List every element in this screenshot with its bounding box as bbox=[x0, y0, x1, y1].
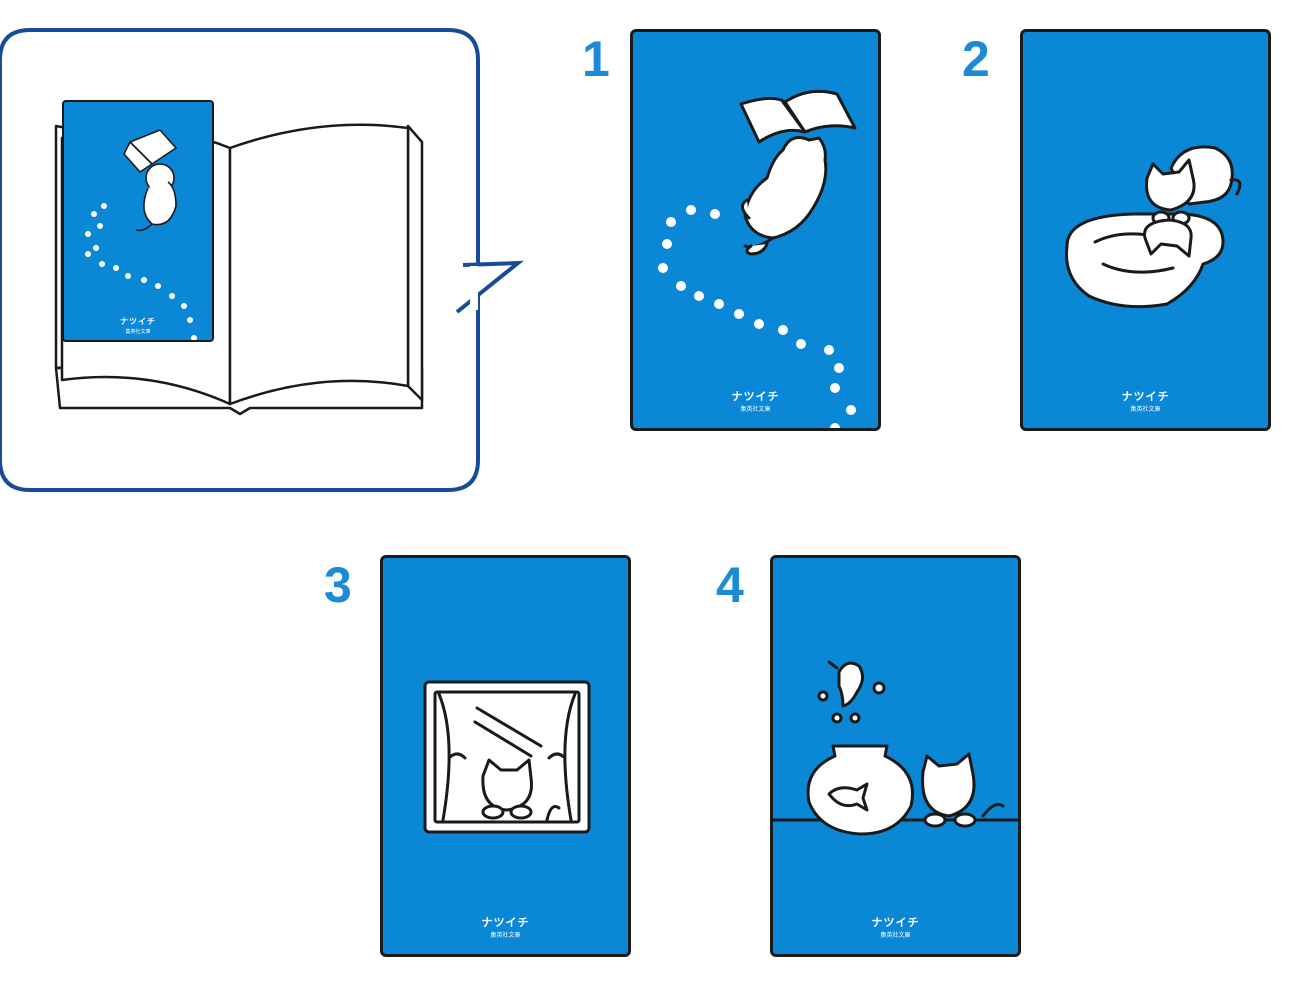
preview-cover: ナツイチ 集英社文庫 bbox=[62, 100, 214, 342]
card-number-2: 2 bbox=[962, 31, 990, 87]
cat-window-icon bbox=[423, 680, 591, 834]
card-number-4: 4 bbox=[716, 557, 744, 613]
card-number-3: 3 bbox=[324, 557, 352, 613]
cat-goldfish-bowl-icon bbox=[773, 660, 1018, 836]
card-4-publisher: 集英社文庫 bbox=[880, 932, 911, 939]
preview-frame: ナツイチ 集英社文庫 bbox=[0, 28, 524, 492]
card-1-publisher: 集英社文庫 bbox=[740, 406, 771, 413]
cover-card-4[interactable]: ナツイチ 集英社文庫 bbox=[770, 555, 1021, 957]
cover-card-1[interactable]: ナツイチ 集英社文庫 bbox=[630, 29, 881, 431]
card-3-title: ナツイチ bbox=[481, 916, 530, 929]
card-3-publisher: 集英社文庫 bbox=[490, 932, 521, 939]
card-number-1: 1 bbox=[582, 31, 610, 87]
preview-cover-publisher: 集英社文庫 bbox=[125, 329, 151, 335]
card-1-title: ナツイチ bbox=[731, 390, 780, 403]
card-2-title: ナツイチ bbox=[1121, 390, 1170, 403]
cover-card-2[interactable]: ナツイチ 集英社文庫 bbox=[1020, 29, 1271, 431]
card-2-publisher: 集英社文庫 bbox=[1130, 406, 1161, 413]
preview-cover-title: ナツイチ bbox=[120, 317, 156, 326]
paw-prints bbox=[658, 205, 856, 428]
card-4-title: ナツイチ bbox=[871, 916, 920, 929]
speech-frame-outline bbox=[0, 28, 524, 492]
cat-reading-book-icon bbox=[658, 89, 857, 428]
cover-card-3[interactable]: ナツイチ 集英社文庫 bbox=[380, 555, 631, 957]
paw-prints bbox=[85, 203, 197, 340]
cat-pond-reflection-icon bbox=[1064, 145, 1242, 309]
cat-reading-book-icon bbox=[85, 129, 197, 340]
